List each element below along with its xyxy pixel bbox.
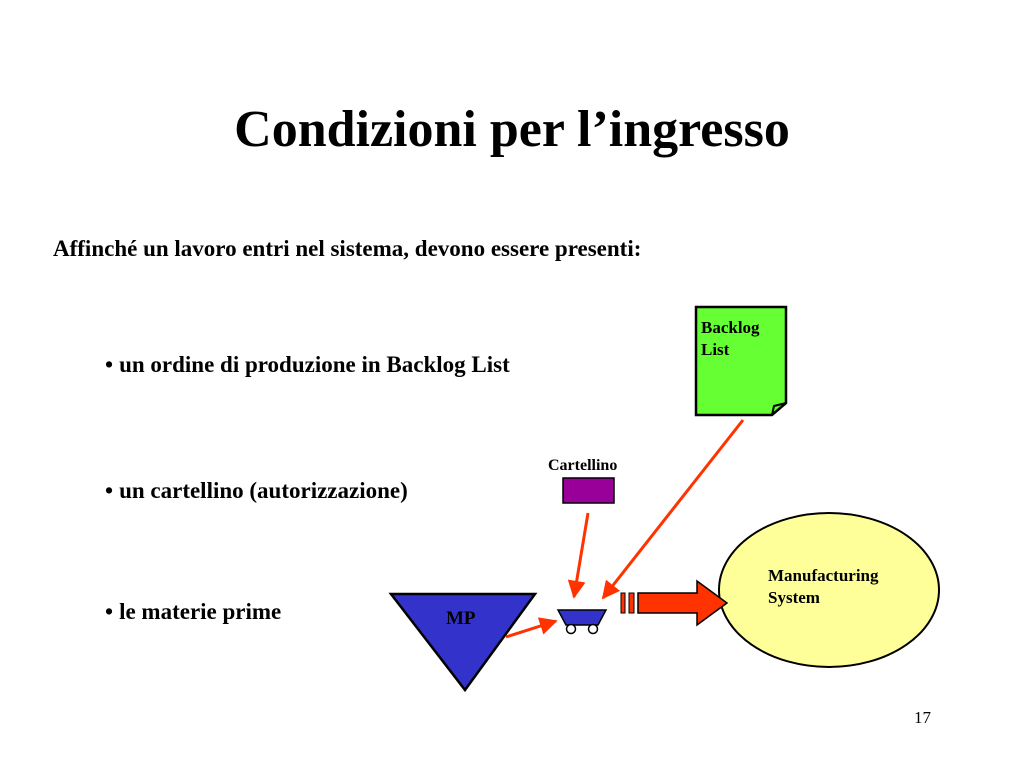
- block-arrow-to-manufacturing: [620, 579, 729, 627]
- bullet-icon: •: [105, 352, 114, 377]
- bullet-icon: •: [105, 599, 114, 624]
- arrow-backlog-to-cart: [601, 419, 745, 600]
- bullet-text: le materie prime: [119, 599, 282, 624]
- manufacturing-system-label: Manufacturing System: [768, 566, 879, 607]
- backlog-list-fold: [771, 402, 787, 416]
- intro-text: Affinché un lavoro entri nel sistema, de…: [53, 236, 642, 261]
- page-number: 17: [914, 708, 931, 727]
- bullet-icon: •: [105, 478, 114, 503]
- bullet-item: •un ordine di produzione in Backlog List: [105, 352, 510, 378]
- bullet-item: •le materie prime: [105, 599, 281, 625]
- backlog-list-shape: [694, 305, 788, 417]
- cartellino-box: [562, 477, 615, 504]
- slide-title: Condizioni per l’ingresso: [234, 101, 790, 158]
- manufacturing-system-ellipse: [718, 512, 940, 668]
- arrow-mp-to-cart: [505, 617, 558, 639]
- bullet-text: un cartellino (autorizzazione): [119, 478, 408, 503]
- bullet-text: un ordine di produzione in Backlog List: [119, 352, 510, 377]
- mp-label: MP: [446, 608, 476, 629]
- cartellino-label: Cartellino: [548, 457, 618, 474]
- mp-triangle: [388, 592, 538, 693]
- bullet-item: •un cartellino (autorizzazione): [105, 478, 408, 504]
- backlog-list-label: Backlog List: [701, 318, 760, 359]
- backlog-list-document: [694, 305, 788, 417]
- cart-icon: [556, 609, 608, 635]
- arrow-cartellino-to-cart: [567, 512, 590, 599]
